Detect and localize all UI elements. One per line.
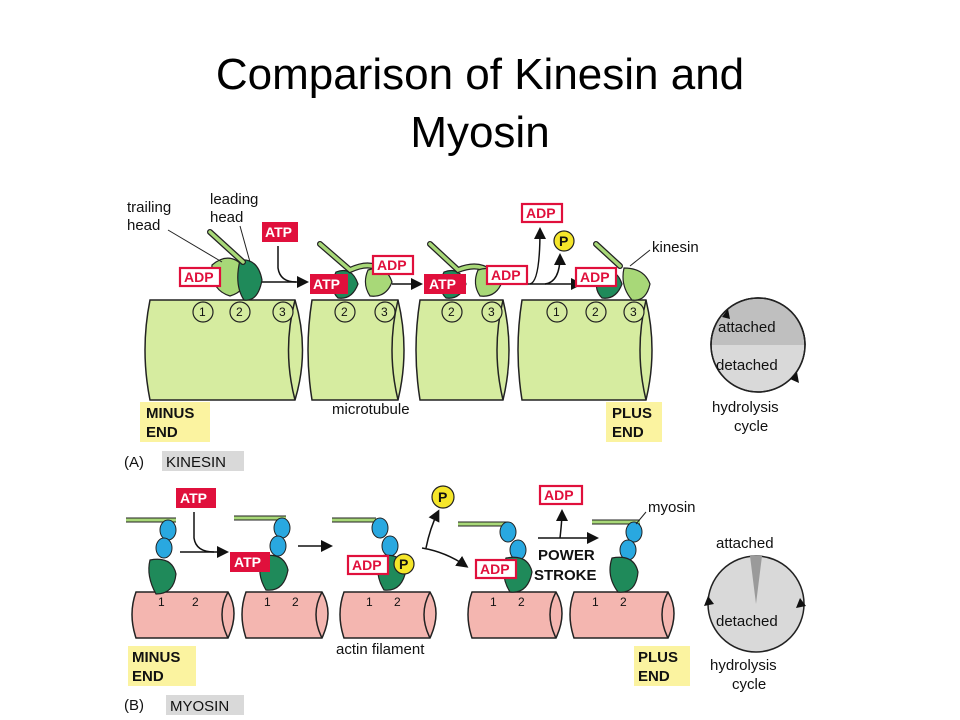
myosin-site-1-c: 1 — [366, 595, 373, 609]
actin-segment-2: 1 2 — [241, 591, 329, 639]
microtubule-segment-2: 2 3 — [307, 299, 405, 401]
kinesin-panel: 1 2 3 trailing head leading head ADP ATP — [124, 191, 806, 471]
site-2-d: 2 — [592, 305, 599, 319]
myosin-site-2: 2 — [192, 595, 199, 609]
myosin-cycle-caption-1: hydrolysis — [710, 657, 777, 674]
myosin-p-released: P — [438, 489, 447, 505]
microtubule-segment-4: 1 2 3 — [517, 299, 653, 401]
site-2-b: 2 — [341, 305, 348, 319]
kinesin-minus-end-2: END — [146, 424, 178, 441]
actin-segment-4: 1 2 — [467, 591, 563, 639]
kinesin-minus-end-1: MINUS — [146, 405, 194, 422]
title-line-1: Comparison of Kinesin and — [215, 50, 745, 99]
trailing-head-label-2: head — [127, 217, 160, 234]
kinesin-cycle-detached: detached — [716, 357, 778, 374]
myosin-site-1-e: 1 — [592, 595, 599, 609]
myosin-label: myosin — [648, 499, 696, 516]
actin-filament-label: actin filament — [336, 641, 425, 658]
myosin-atp-incoming: ATP — [180, 490, 207, 506]
myosin-site-2-d: 2 — [518, 595, 525, 609]
myosin-site-2-b: 2 — [292, 595, 299, 609]
myosin-atp-2: ATP — [234, 554, 261, 570]
myosin-state-5 — [592, 519, 643, 593]
actin-segment-5: 1 2 — [569, 591, 675, 639]
myosin-plus-end-2: END — [638, 668, 670, 685]
myosin-state-4 — [458, 521, 533, 593]
site-3-b: 3 — [381, 305, 388, 319]
leading-head-label-2: head — [210, 209, 243, 226]
kinesin-label: kinesin — [652, 239, 699, 256]
myosin-adp-released: ADP — [544, 487, 574, 503]
kinesin-adp-3: ADP — [491, 267, 521, 283]
site-1-d: 1 — [553, 305, 560, 319]
kinesin-adp-released: ADP — [526, 205, 556, 221]
kinesin-panel-name: KINESIN — [166, 454, 226, 471]
kinesin-adp-2: ADP — [377, 257, 407, 273]
myosin-site-1-b: 1 — [264, 595, 271, 609]
kinesin-plus-end-1: PLUS — [612, 405, 652, 422]
actin-segment-3: 1 2 — [339, 591, 437, 639]
myosin-cycle-caption-2: cycle — [732, 676, 766, 693]
slide-title: Comparison of Kinesin and Myosin — [0, 46, 960, 162]
microtubule-segment-3: 2 3 — [415, 299, 510, 401]
kinesin-cycle-caption-2: cycle — [734, 418, 768, 435]
kinesin-state-1 — [207, 229, 263, 301]
kinesin-cycle-attached: attached — [718, 319, 776, 336]
kinesin-adp-1: ADP — [184, 269, 214, 285]
myosin-p-3: P — [399, 556, 408, 572]
myosin-site-1: 1 — [158, 595, 165, 609]
kinesin-cycle-caption-1: hydrolysis — [712, 399, 779, 416]
myosin-site-2-e: 2 — [620, 595, 627, 609]
kinesin-atp-3: ATP — [429, 276, 456, 292]
myosin-panel-name: MYOSIN — [170, 698, 229, 715]
kinesin-adp-4: ADP — [580, 269, 610, 285]
kinesin-plus-end-2: END — [612, 424, 644, 441]
trailing-head-label-1: trailing — [127, 199, 171, 216]
myosin-site-1-d: 1 — [490, 595, 497, 609]
myosin-plus-end-1: PLUS — [638, 649, 678, 666]
site-3-d: 3 — [630, 305, 637, 319]
kinesin-panel-letter: (A) — [124, 454, 144, 471]
myosin-minus-end-1: MINUS — [132, 649, 180, 666]
kinesin-atp-2: ATP — [313, 276, 340, 292]
myosin-panel-letter: (B) — [124, 697, 144, 714]
myosin-state-1 — [126, 517, 177, 595]
myosin-site-2-c: 2 — [394, 595, 401, 609]
leading-head-label-1: leading — [210, 191, 258, 208]
kinesin-state-4 — [593, 241, 651, 301]
site-2: 2 — [236, 305, 243, 319]
microtubule-label: microtubule — [332, 401, 410, 418]
myosin-state-3 — [332, 517, 407, 591]
site-1: 1 — [199, 305, 206, 319]
actin-segment-1: 1 2 — [131, 591, 235, 639]
site-2-c: 2 — [448, 305, 455, 319]
kinesin-atp-incoming: ATP — [265, 224, 292, 240]
kinesin-p-released: P — [559, 233, 568, 249]
myosin-minus-end-2: END — [132, 668, 164, 685]
myosin-state-2 — [234, 515, 291, 591]
myosin-adp-3: ADP — [352, 557, 382, 573]
myosin-cycle-detached: detached — [716, 613, 778, 630]
kinesin-cycle-diagram: attached detached hydrolysis cycle — [710, 297, 806, 435]
myosin-adp-4: ADP — [480, 561, 510, 577]
power-stroke-1: POWER — [538, 547, 595, 564]
myosin-cycle-attached: attached — [716, 535, 774, 552]
title-line-2: Myosin — [410, 108, 550, 157]
power-stroke-2: STROKE — [534, 567, 597, 584]
myosin-panel: 1 2 1 2 1 2 1 2 1 2 — [124, 484, 806, 715]
myosin-cycle-diagram: attached detached hydrolysis cycle — [704, 535, 806, 693]
microtubule-segment-1: 1 2 3 — [144, 299, 304, 401]
site-3-c: 3 — [488, 305, 495, 319]
site-3: 3 — [279, 305, 286, 319]
